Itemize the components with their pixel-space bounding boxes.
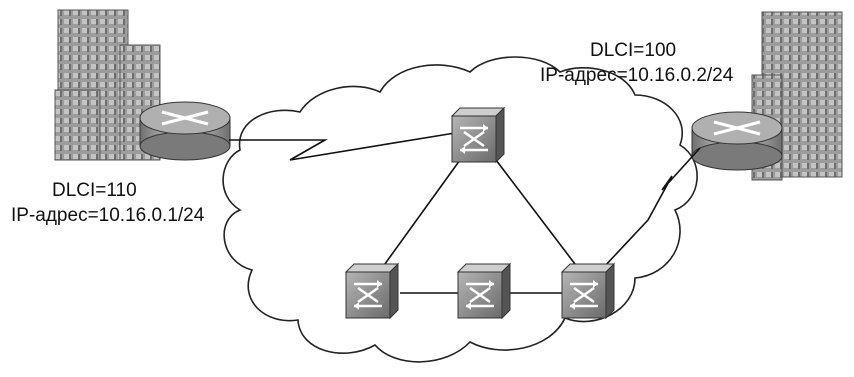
frame-relay-switch-icon [560,262,616,320]
serial-link-left [229,132,456,161]
network-links [229,132,701,294]
link-top-right [495,159,579,269]
frame-relay-switch-icon [450,106,506,164]
router-icon [690,110,784,172]
right-dlci-label: DLCI=100 [590,40,677,61]
building-icon [54,9,161,161]
left-dlci-label: DLCI=110 [52,180,137,201]
link-top-left [381,159,461,269]
frame-relay-switch-icon [456,262,512,320]
serial-link-right [602,147,701,269]
frame-relay-switch-icon [344,262,400,320]
router-icon [138,100,232,162]
right-ip-address-label: IP-адрес=10.16.0.2/24 [540,65,734,86]
left-ip-address-label: IP-адрес=10.16.0.1/24 [11,205,205,226]
